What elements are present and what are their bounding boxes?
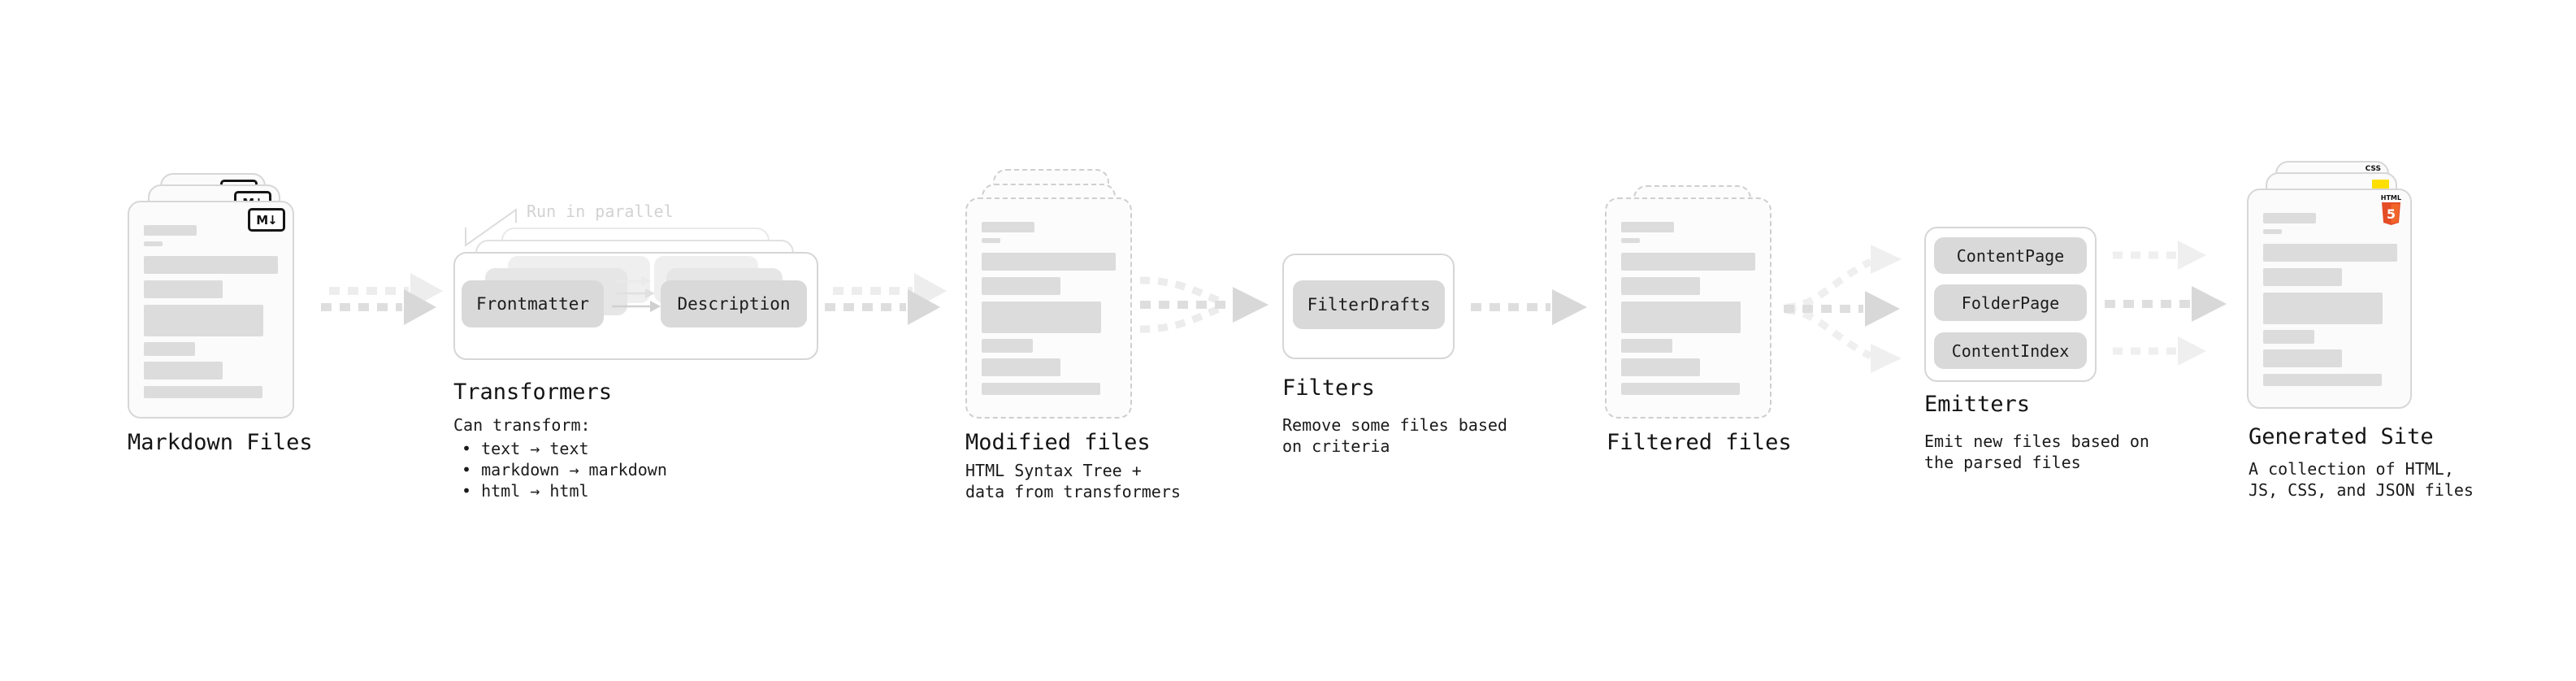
- content-bar: [1621, 301, 1741, 333]
- frontmatter-to-description-arrows: [612, 276, 661, 312]
- content-bar: [2263, 330, 2314, 344]
- transformers-bullet: • html → html: [462, 481, 589, 501]
- content-bar: [144, 342, 195, 356]
- filters-subtitle-line2: on criteria: [1282, 436, 1390, 456]
- content-bar: [2263, 244, 2397, 262]
- content-bar: [982, 238, 1000, 243]
- document-content-placeholder: [982, 199, 1119, 417]
- content-bar: [1621, 238, 1640, 243]
- flow-arrow-transformers-to-modified: [825, 273, 947, 325]
- content-bar: [1621, 222, 1674, 232]
- content-bar: [1621, 383, 1740, 395]
- emitters-subtitle-line2: the parsed files: [1924, 453, 2081, 472]
- js-file-icon: [2372, 180, 2389, 189]
- content-bar: [144, 280, 223, 298]
- site-file-card-html: HTML 5: [2247, 189, 2412, 409]
- content-bar: [1621, 358, 1700, 376]
- transformers-bullet: • text → text: [462, 439, 589, 458]
- markdown-files-label: Markdown Files: [128, 430, 313, 455]
- flow-arrow-filtered-to-emitters-fanout: [1784, 245, 1902, 373]
- contentpage-node: ContentPage: [1934, 237, 2087, 274]
- markdown-icon: M↓: [248, 208, 285, 232]
- markdown-file-card-front: M↓: [128, 201, 294, 419]
- html5-shield: 5: [2381, 202, 2400, 225]
- filters-subtitle-line1: Remove some files based: [1282, 415, 1507, 435]
- flow-arrow-filters-to-filtered: [1471, 289, 1587, 325]
- html5-badge-label: HTML: [2380, 194, 2401, 202]
- content-bar: [982, 383, 1100, 395]
- content-bar: [982, 277, 1060, 295]
- generated-site-subtitle-line2: JS, CSS, and JSON files: [2249, 480, 2474, 500]
- content-bar: [2263, 293, 2383, 324]
- content-bar: [144, 225, 197, 236]
- flow-arrow-markdown-to-transformers: [321, 273, 443, 325]
- content-bar: [2263, 268, 2342, 286]
- note-leader-line: [465, 208, 517, 247]
- content-bar: [982, 301, 1101, 333]
- filterdrafts-node: FilterDrafts: [1293, 280, 1445, 329]
- content-bar: [2263, 213, 2316, 223]
- filtered-file-card-front: [1605, 197, 1772, 419]
- generated-site-title: Generated Site: [2249, 424, 2434, 449]
- content-bar: [144, 386, 262, 398]
- content-bar: [2263, 349, 2342, 367]
- run-in-parallel-note: Run in parallel: [527, 202, 674, 221]
- filtered-files-title: Filtered files: [1607, 430, 1792, 455]
- frontmatter-node: Frontmatter: [462, 280, 604, 327]
- html5-icon: HTML 5: [2381, 195, 2401, 226]
- content-bar: [1621, 277, 1700, 295]
- description-node: Description: [661, 280, 807, 327]
- modified-files-subtitle-line2: data from transformers: [965, 482, 1181, 501]
- content-bar: [144, 362, 223, 380]
- content-bar: [144, 256, 278, 274]
- content-bar: [144, 305, 263, 336]
- content-bar: [982, 358, 1060, 376]
- contentindex-node: ContentIndex: [1934, 332, 2087, 369]
- svg-text:5: 5: [2387, 206, 2396, 222]
- content-bar: [982, 339, 1033, 353]
- folderpage-node: FolderPage: [1934, 284, 2087, 321]
- content-bar: [144, 241, 163, 246]
- content-bar: [1621, 253, 1755, 271]
- modified-file-card-front: [965, 197, 1132, 419]
- css-badge-label: CSS: [2365, 165, 2381, 173]
- document-content-placeholder: [2263, 190, 2399, 407]
- flow-arrow-modified-to-filters-merge: [1139, 276, 1268, 333]
- document-content-placeholder: [144, 202, 281, 417]
- content-bar: [1621, 339, 1672, 353]
- document-content-placeholder: [1621, 199, 1759, 417]
- transformers-bullet: • markdown → markdown: [462, 460, 667, 479]
- modified-files-subtitle-line1: HTML Syntax Tree +: [965, 461, 1142, 480]
- flow-arrow-emitters-to-site: [2105, 241, 2227, 366]
- generated-site-subtitle-line1: A collection of HTML,: [2249, 459, 2454, 479]
- content-bar: [982, 253, 1116, 271]
- content-bar: [982, 222, 1034, 232]
- filters-title: Filters: [1282, 375, 1375, 401]
- transformers-description: Can transform:: [453, 415, 591, 435]
- emitters-title: Emitters: [1924, 392, 2031, 417]
- emitters-subtitle-line1: Emit new files based on: [1924, 432, 2149, 451]
- content-bar: [2263, 374, 2382, 386]
- content-bar: [2263, 229, 2282, 234]
- transformers-title: Transformers: [453, 380, 613, 405]
- modified-files-title: Modified files: [965, 430, 1151, 455]
